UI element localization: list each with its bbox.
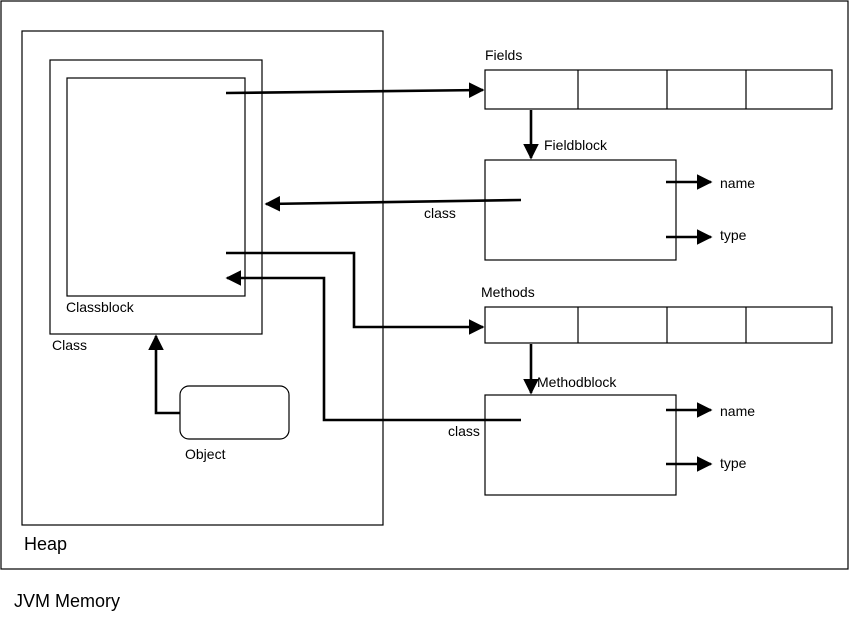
methods-array: [484, 306, 833, 344]
arrow-classblock-to-methods: [226, 251, 485, 335]
fieldblock-class-label: class: [424, 205, 456, 221]
methodblock-type-label: type: [720, 455, 747, 471]
fieldblock-name-label: name: [720, 175, 756, 191]
methodblock-class-label: class: [448, 423, 480, 439]
methods-array-outline: [484, 306, 833, 344]
arrow-methodblock-class-to-classblock: [225, 270, 521, 422]
class-label: Class: [52, 337, 88, 353]
methods-label: Methods: [481, 284, 535, 300]
fieldblock-label: Fieldblock: [544, 137, 608, 153]
heap-label: Heap: [24, 534, 68, 554]
arrow-fieldblock-class-to-class: [264, 195, 522, 212]
jvm-memory-title: JVM Memory: [14, 591, 121, 611]
fields-array-outline: [484, 69, 833, 110]
class-box: [49, 59, 263, 335]
fieldblock-box: [484, 159, 677, 261]
fieldblock-type-label: type: [720, 227, 747, 243]
fields-array: [484, 69, 833, 110]
classblock-label: Classblock: [66, 299, 134, 315]
fields-label: Fields: [485, 47, 523, 63]
methodblock-name-label: name: [720, 403, 756, 419]
arrow-classblock-to-fields: [225, 82, 485, 98]
methodblock-box: [484, 394, 677, 496]
methodblock-label: Methodblock: [537, 374, 617, 390]
object-box: [179, 385, 290, 440]
jvm-memory-frame: [0, 0, 849, 570]
heap-box: [21, 30, 384, 526]
object-label: Object: [185, 446, 226, 462]
classblock-box: [66, 77, 246, 297]
arrow-object-to-class: [148, 334, 180, 415]
